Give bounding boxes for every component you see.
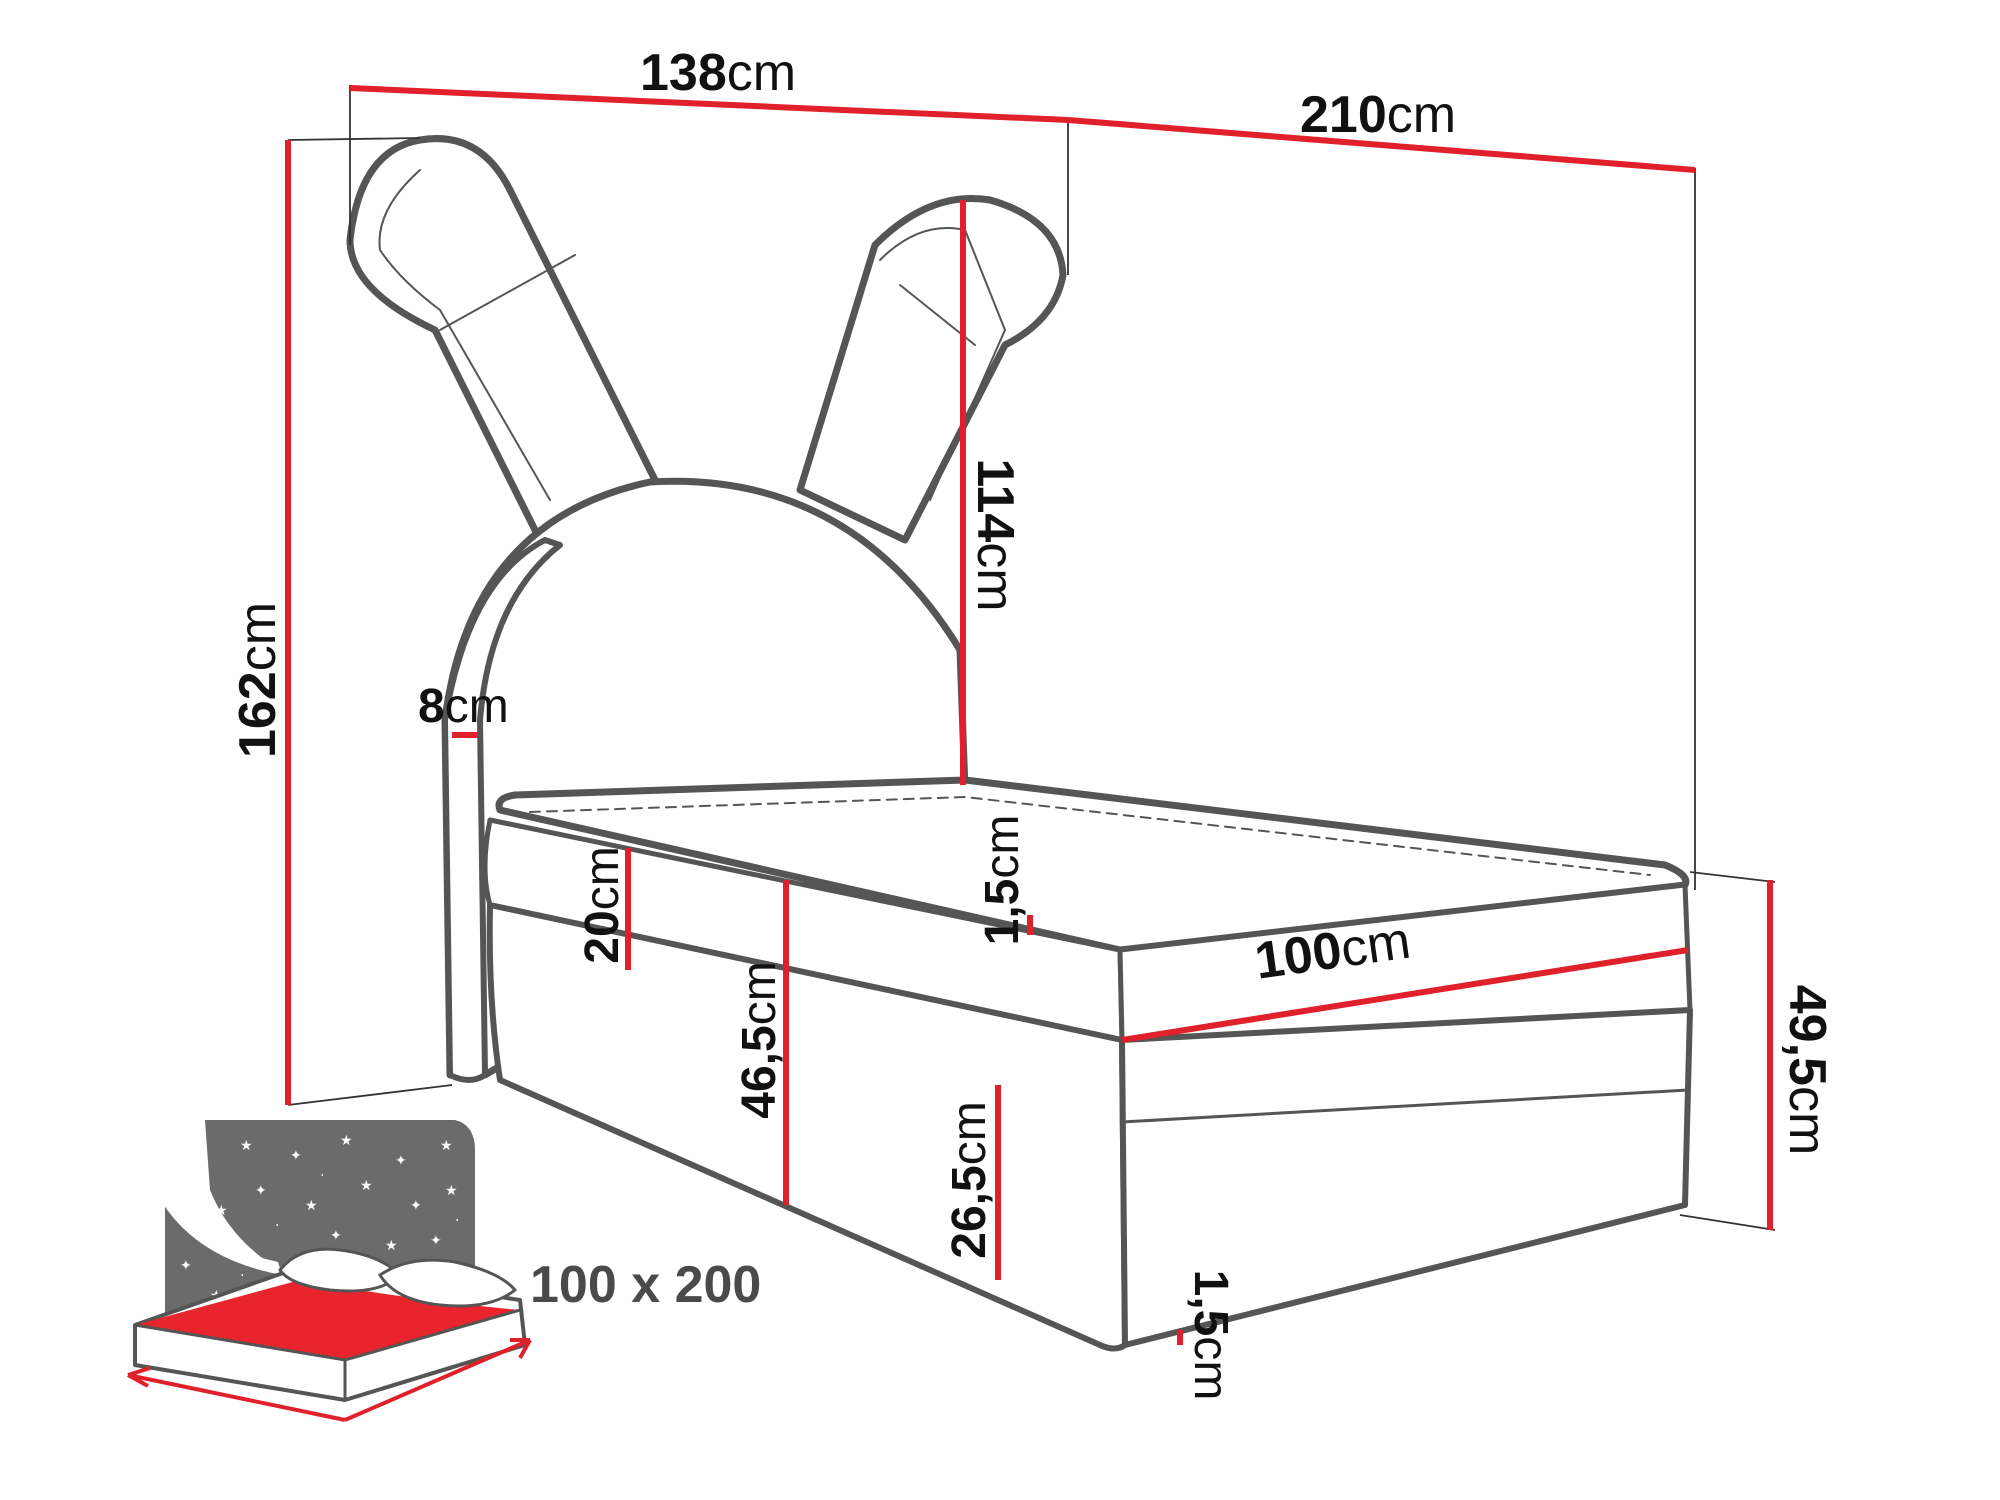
pillow-right: [377, 1258, 518, 1308]
mattress-top: [495, 776, 1690, 954]
svg-text:★: ★: [440, 1138, 453, 1154]
mattress-size-icon: ★✦★ ✦★✦ ★★✦ ★✦★ ✦·★ ✦★· ··: [127, 1120, 532, 1422]
svg-text:★: ★: [305, 1198, 318, 1214]
dim-line-138: [349, 85, 1069, 123]
left-ear: [346, 135, 664, 544]
mattress-size-label: 100 x 200: [530, 1256, 761, 1314]
bunny-headboard-bed-icon: [346, 135, 1693, 1352]
dim-label-frame-height: 46,5cm: [733, 961, 786, 1118]
svg-text:✦: ✦: [430, 1233, 442, 1249]
svg-text:✦: ✦: [330, 1228, 342, 1244]
mattress-size-arrow: [127, 1338, 532, 1422]
base-side: [1119, 1007, 1693, 1348]
headboard-side: [442, 537, 563, 1083]
dim-label-mattress-width: 100cm: [1251, 912, 1414, 991]
mattress-stitch: [529, 796, 1651, 876]
right-ear: [796, 194, 1067, 544]
svg-text:★: ★: [240, 1138, 253, 1154]
svg-text:·: ·: [455, 1213, 459, 1229]
dim-label-width-total: 138cm: [640, 44, 796, 102]
dim-label-headboard-height: 114cm: [966, 458, 1024, 611]
svg-text:·: ·: [320, 1168, 324, 1184]
dim-label-side-height: 49,5cm: [1778, 985, 1836, 1156]
dim-label-feet-height: 1,5cm: [1184, 1270, 1237, 1401]
dimension-lines: [285, 85, 1773, 1345]
svg-text:·: ·: [240, 1268, 244, 1284]
left-ear-inner: [378, 169, 551, 501]
svg-text:✦: ✦: [410, 1198, 422, 1214]
dim-label-topper-height: 1,5cm: [976, 815, 1029, 946]
dim-label-headboard-thickness: 8cm: [418, 680, 509, 733]
svg-text:✦: ✦: [255, 1183, 267, 1199]
svg-text:★: ★: [385, 1238, 398, 1254]
svg-text:·: ·: [275, 1218, 279, 1234]
dim-line-100: [1121, 947, 1689, 1043]
svg-text:★: ★: [340, 1133, 353, 1149]
dim-line-210: [1067, 117, 1696, 173]
svg-text:★: ★: [445, 1183, 458, 1199]
svg-text:★: ★: [215, 1203, 228, 1219]
guide-lines: [287, 85, 1776, 1231]
dim-label-base-height: 26,5cm: [943, 1101, 996, 1258]
dim-label-length-total: 210cm: [1300, 86, 1456, 144]
base-front: [486, 902, 1128, 1352]
svg-text:✦: ✦: [180, 1258, 192, 1274]
svg-text:★: ★: [360, 1178, 373, 1194]
dim-label-height-total: 162cm: [229, 602, 287, 758]
svg-text:✦: ✦: [290, 1148, 302, 1164]
dim-label-mattress-height: 20cm: [576, 846, 629, 963]
svg-text:✦: ✦: [395, 1153, 407, 1169]
